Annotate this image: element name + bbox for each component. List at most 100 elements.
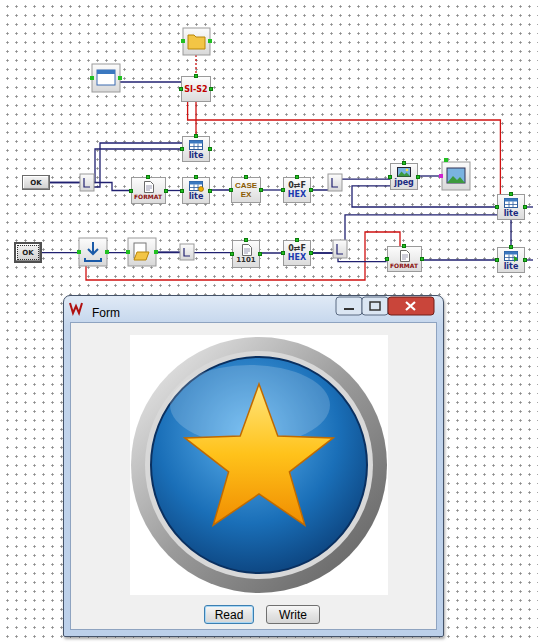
push-button: Read [204,605,254,624]
output-point [258,252,262,256]
wire [422,259,498,260]
event-point [146,175,150,179]
shape [184,248,190,256]
component-label: 1101 [236,256,255,264]
shape [190,140,203,149]
component-label: HEX [288,190,306,199]
component-label: jpeg [394,178,414,187]
input-point [495,258,499,262]
component-icon [396,250,412,262]
shape [190,182,203,191]
component-label: lite [189,151,204,160]
shape [190,140,203,143]
wire [311,215,497,253]
input-point [180,147,184,151]
wire [195,102,196,136]
push-button: Write [266,605,320,624]
shape [70,303,82,313]
input-point [129,189,133,193]
event-point [244,238,248,242]
shape [131,337,387,593]
shape [402,255,408,259]
shape [126,250,130,254]
component-label: lite [504,209,519,218]
component-icon [188,139,204,151]
shape [170,365,330,445]
wire [510,220,511,247]
shape [130,335,388,595]
shape [362,297,388,315]
shape [505,201,518,207]
event-point [402,161,406,165]
format-component: FORMAT [387,246,422,272]
component-label: FORMAT [134,193,162,200]
jpeg-component: jpeg [390,163,418,190]
output-point [208,189,212,193]
output-point [309,188,313,192]
shape [398,168,411,177]
binary-component: 1101 [232,240,260,268]
shape [79,238,107,266]
shape [134,243,146,258]
wire [311,179,390,190]
component-label: Write [279,608,307,622]
shape [77,250,81,254]
format-component: FORMAT [131,177,166,204]
component-label: OK [30,179,41,187]
shape [85,242,101,261]
shape [447,176,465,183]
wire [311,253,387,262]
shape [195,55,196,76]
shape [388,297,434,315]
sqlite-component: lite [182,136,210,162]
shape [336,297,362,315]
event-point [509,245,513,249]
shape [244,249,250,253]
hex-component: 0⇄FHEX [283,177,311,203]
shape [190,185,203,191]
wire [260,253,283,254]
shape [183,28,210,55]
output-point [164,189,168,193]
shape [151,357,367,573]
event-point [295,238,299,242]
shape [154,250,158,254]
component-label: SI-S2 [184,85,207,94]
shape [447,168,465,183]
input-point [229,188,233,192]
wire [50,183,131,191]
shape [418,175,442,176]
shape [199,187,204,192]
output-point [209,87,213,91]
shape [344,308,354,310]
shape [157,251,182,252]
shape [190,143,203,149]
shape [337,244,343,254]
component-icon [188,180,204,192]
output-point [208,147,212,151]
sync-component: SI-S2 [181,76,211,102]
output-point [523,205,527,209]
shape [333,240,347,258]
shape [328,174,342,191]
sqlite-component: lite [497,247,525,273]
shape [188,35,205,49]
output-point [259,188,263,192]
shape [145,182,154,193]
wire [352,186,497,207]
input-point [281,251,285,255]
sqlite-component: lite [497,194,525,220]
output-point [523,258,527,262]
shape [118,76,122,80]
shape [181,39,185,43]
hex-component: 0⇄FHEX [283,240,311,266]
form-window: FormReadWrite [63,295,444,637]
shape [120,81,182,82]
case-component: CASE EX [231,177,261,203]
input-point [230,252,234,256]
shape [406,169,409,172]
shape [80,174,94,191]
shape [370,302,380,310]
component-label: HEX [288,253,306,262]
component-label: Read [215,608,244,622]
